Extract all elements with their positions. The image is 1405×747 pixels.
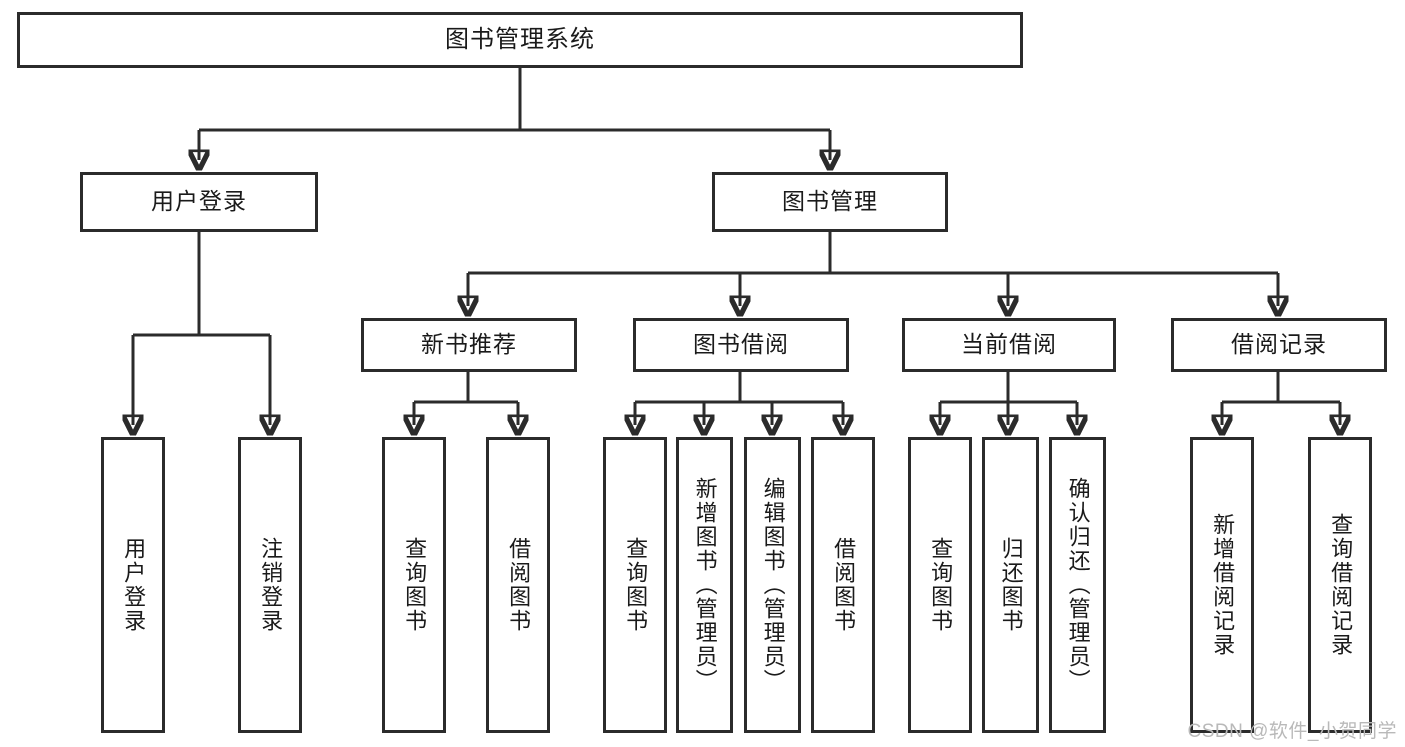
- node-leaf-query-borrow-record[interactable]: 查询借阅记录: [1308, 437, 1372, 733]
- node-label: 借阅图书: [506, 537, 532, 633]
- node-label: 新增图书（管理员）: [692, 477, 718, 693]
- node-label: 查询借阅记录: [1328, 513, 1354, 657]
- node-label: 借阅记录: [1231, 331, 1327, 358]
- node-leaf-query-book-current[interactable]: 查询图书: [908, 437, 972, 733]
- node-new-book-recommend[interactable]: 新书推荐: [361, 318, 577, 372]
- node-borrow-records[interactable]: 借阅记录: [1171, 318, 1387, 372]
- node-label: 编辑图书（管理员）: [760, 477, 786, 693]
- node-leaf-borrow-book-recommend[interactable]: 借阅图书: [486, 437, 550, 733]
- node-label: 图书管理: [782, 188, 878, 215]
- node-book-borrow[interactable]: 图书借阅: [633, 318, 849, 372]
- node-label: 归还图书: [998, 537, 1024, 633]
- watermark-text: CSDN @软件_小贺同学: [1187, 721, 1397, 742]
- node-label: 新增借阅记录: [1210, 513, 1236, 657]
- node-label: 当前借阅: [961, 331, 1057, 358]
- node-leaf-edit-book-admin[interactable]: 编辑图书（管理员）: [744, 437, 801, 733]
- node-label: 查询图书: [402, 537, 428, 633]
- node-leaf-add-borrow-record[interactable]: 新增借阅记录: [1190, 437, 1254, 733]
- node-current-borrow[interactable]: 当前借阅: [902, 318, 1116, 372]
- node-label: 新书推荐: [421, 331, 517, 358]
- node-label: 查询图书: [623, 537, 649, 633]
- node-leaf-query-book-recommend[interactable]: 查询图书: [382, 437, 446, 733]
- node-leaf-user-login[interactable]: 用户登录: [101, 437, 165, 733]
- node-leaf-confirm-return-admin[interactable]: 确认归还（管理员）: [1049, 437, 1106, 733]
- node-leaf-logout[interactable]: 注销登录: [238, 437, 302, 733]
- node-label: 注销登录: [258, 537, 284, 633]
- node-label: 查询图书: [928, 537, 954, 633]
- node-label: 图书管理系统: [445, 25, 595, 53]
- node-label: 用户登录: [121, 537, 147, 633]
- node-leaf-query-book-borrow[interactable]: 查询图书: [603, 437, 667, 733]
- node-leaf-add-book-admin[interactable]: 新增图书（管理员）: [676, 437, 733, 733]
- node-label: 图书借阅: [693, 331, 789, 358]
- node-leaf-return-book[interactable]: 归还图书: [982, 437, 1039, 733]
- node-label: 借阅图书: [831, 537, 857, 633]
- node-label: 确认归还（管理员）: [1065, 477, 1091, 693]
- node-root-book-management-system[interactable]: 图书管理系统: [17, 12, 1023, 68]
- node-label: 用户登录: [151, 188, 247, 215]
- node-leaf-borrow-book[interactable]: 借阅图书: [811, 437, 875, 733]
- node-book-management[interactable]: 图书管理: [712, 172, 948, 232]
- node-user-login[interactable]: 用户登录: [80, 172, 318, 232]
